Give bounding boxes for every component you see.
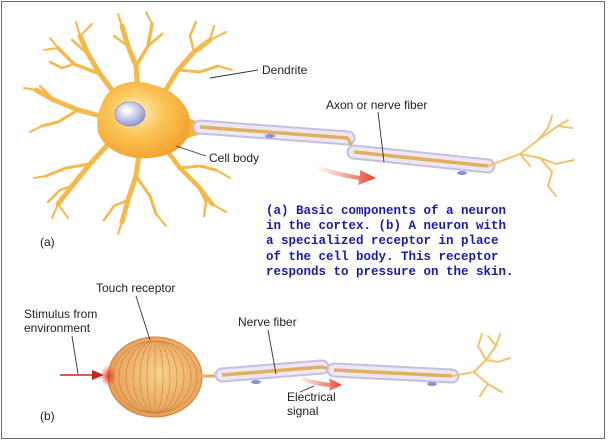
- label-electrical-line1: Electrical: [287, 390, 336, 404]
- caption: (a) Basic components of a neuron in the …: [266, 204, 596, 280]
- caption-line: responds to pressure on the skin.: [266, 264, 514, 279]
- nerve-fiber-b: [200, 359, 460, 386]
- stimulus-glow: [100, 365, 116, 387]
- label-axon: Axon or nerve fiber: [326, 98, 427, 112]
- signal-arrow-b: [300, 376, 342, 391]
- label-dendrite: Dendrite: [262, 63, 308, 77]
- stimulus-arrow: [60, 370, 104, 380]
- label-panel-a: (a): [40, 235, 55, 249]
- axon-terminals-a: [487, 115, 575, 197]
- label-electrical-line2: signal: [287, 404, 318, 418]
- nucleus: [114, 101, 146, 127]
- touch-receptor: [107, 336, 203, 418]
- label-touch-receptor: Touch receptor: [96, 281, 175, 295]
- label-panel-b: (b): [40, 409, 55, 423]
- axon-a: [192, 119, 496, 175]
- dendrites-a: [23, 11, 233, 235]
- cell-body: [97, 81, 191, 159]
- signal-arrow-a: [318, 166, 376, 185]
- caption-line: of the cell body. This receptor: [266, 249, 499, 264]
- caption-line: a specialized receptor in place: [266, 234, 499, 249]
- label-stimulus-line2: environment: [24, 321, 91, 335]
- label-stimulus-line1: Stimulus from: [24, 307, 97, 321]
- label-nerve-fiber: Nerve fiber: [238, 315, 297, 329]
- caption-line: in the cortex. (b) A neuron with: [266, 219, 507, 234]
- axon-terminals-b: [451, 333, 511, 397]
- caption-line: (a) Basic components of a neuron: [266, 204, 507, 218]
- label-cell-body: Cell body: [209, 151, 259, 165]
